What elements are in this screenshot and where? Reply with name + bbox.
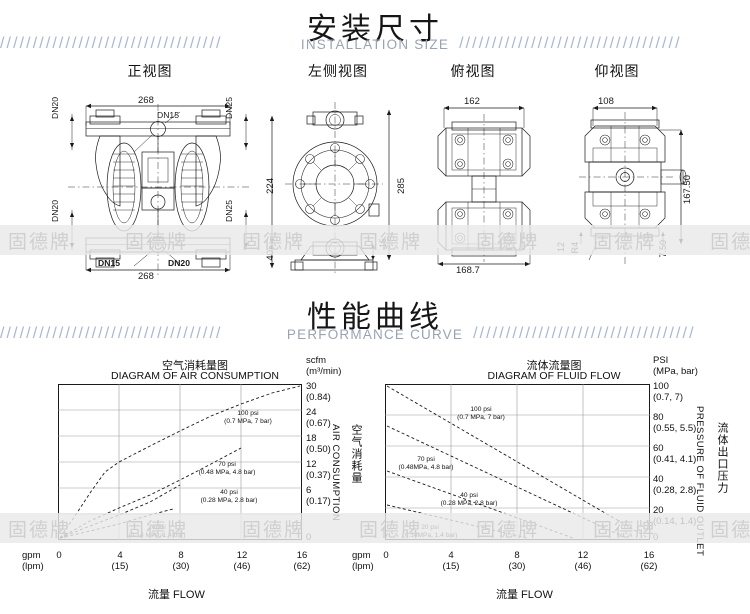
chart-air-y-unit-top: scfm — [306, 355, 327, 366]
dim-front-width-top: 268 — [138, 95, 154, 106]
chart-air-title-en: DIAGRAM OF AIR CONSUMPTION — [110, 370, 279, 382]
chart-fluid-ylabel-en: PRESSURE OF FLUID OUTLET — [694, 406, 705, 557]
performance-title-en: PERFORMANCE CURVE — [286, 326, 464, 342]
dim-front-top-center: DN15 — [157, 110, 179, 120]
dim-front-bottom-right: DN25 — [224, 200, 234, 222]
chart-fluid-xtick-12: 12 (46) — [574, 550, 592, 572]
drawing-top-view — [420, 92, 550, 287]
chart-fluid-label-100psi: 100 psi (0.7 MPa, 7 bar) — [457, 406, 505, 421]
chart-air-ytick-30: 30 (0.84) — [306, 381, 331, 403]
chart-air-y-unit-bottom: (m³/min) — [306, 366, 342, 377]
chart-air-label-100psi: 100 psi (0.7 MPa, 7 bar) — [224, 410, 272, 425]
chart-air-xtick-12: 12 (46) — [233, 550, 251, 572]
chart-fluid-xlabel: 流量 FLOW — [496, 589, 553, 601]
chart-air-xtick-4: 4 (15) — [111, 550, 129, 572]
chart-air-ytick-0: 0 — [306, 532, 312, 543]
chart-air-xtick-0: 0 — [56, 550, 62, 561]
dim-front-bottom-center-left: DN15 — [98, 258, 120, 268]
dim-top-width: 162 — [464, 96, 480, 107]
dim-top-depth: 168.7 — [456, 265, 480, 276]
chart-fluid-xtick-0: 0 — [383, 550, 389, 561]
chart-air-ytick-6: 6 (0.17) — [306, 485, 331, 507]
dim-front-bottom-left: DN20 — [50, 200, 60, 222]
chart-fluid-xtick-4: 4 (15) — [442, 550, 460, 572]
performance-title-cn: 性能曲线 — [307, 301, 443, 334]
view-caption-left-side: 左侧视图 — [308, 63, 368, 79]
chart-fluid-y-unit-bottom: (MPa, bar) — [653, 366, 698, 377]
view-caption-front: 正视图 — [127, 63, 173, 79]
chart-air-xlabel: 流量 FLOW — [148, 589, 205, 601]
chart-air-xtick-8: 8 (30) — [172, 550, 190, 572]
chart-fluid-ytick-40: 40 (0.28, 2.8) — [653, 474, 697, 496]
dim-left-side-height: 285 — [396, 178, 407, 194]
dim-front-width-bottom: 268 — [138, 271, 154, 282]
view-caption-top: 俯视图 — [450, 63, 496, 79]
dim-left-side-base: 15 — [378, 238, 388, 249]
chart-fluid-y-unit-top: PSI — [653, 355, 669, 366]
chart-fluid-xtick-16: 16 (62) — [640, 550, 658, 572]
chart-fluid-ylabel-cn: 流体出口压力 — [716, 422, 728, 494]
chart-air-ylabel-cn: 空气消耗量 — [350, 424, 362, 484]
chart-air-ytick-24: 24 (0.67) — [306, 407, 331, 429]
chart-fluid-title-cn: 流体流量图 — [526, 360, 582, 372]
slash-divider-right: ////////////////////////////////// — [459, 36, 682, 52]
slash-divider-left-2: ////////////////////////////////// — [0, 326, 223, 342]
dim-front-top-right: DN25 — [224, 97, 234, 119]
dim-bottom-left-small: 12 — [556, 242, 566, 253]
chart-fluid-xtick-8: 8 (30) — [508, 550, 526, 572]
chart-fluid-ytick-20: 20 (0.14, 1.4) — [653, 505, 697, 527]
chart-air-ylabel-en: AIR CONSUMPTION — [330, 424, 341, 522]
installation-title-cn: 安装尺寸 — [307, 13, 443, 46]
chart-fluid-ytick-0: 0 — [653, 532, 659, 543]
chart-fluid-label-40psi: 40 psi (0.28 MPa, 2.8 bar) — [440, 492, 498, 507]
installation-title-en: INSTALLATION SIZE — [300, 36, 450, 52]
installation-subtitle-row: ////////////////////////////////// INSTA… — [0, 36, 750, 52]
slash-divider-right-2: ////////////////////////////////// — [473, 326, 696, 342]
chart-fluid-label-20psi: 20 psi (0.14MPa, 1.4 bar) — [402, 524, 458, 539]
chart-fluid-label-70psi: 70 psi (0.48MPa, 4.8 bar) — [398, 456, 454, 471]
dim-bottom-right-small: 7.50 — [658, 240, 668, 258]
chart-fluid-ytick-60: 60 (0.41, 4.1) — [653, 443, 697, 465]
chart-air-ytick-18: 18 (0.50) — [306, 433, 331, 455]
chart-air-title-cn: 空气消耗量图 — [162, 360, 228, 372]
watermark-text: 固德牌 — [710, 230, 750, 253]
dim-bottom-height: 167.50 — [682, 175, 693, 205]
chart-air-x-unit-top: gpm — [22, 550, 41, 561]
chart-air-xtick-16: 16 (62) — [293, 550, 311, 572]
watermark-text: 固德牌 — [710, 518, 750, 541]
chart-air-label-40psi: 40 psi (0.28 MPa, 2.8 bar) — [200, 489, 258, 504]
dim-front-bottom-center-right: DN20 — [168, 258, 190, 268]
slash-divider-left: ////////////////////////////////// — [0, 36, 223, 52]
performance-subtitle-row: ////////////////////////////////// PERFO… — [0, 326, 750, 342]
chart-fluid-x-unit-bottom: (lpm) — [352, 561, 374, 572]
chart-fluid-ytick-80: 80 (0.55, 5.5) — [653, 412, 697, 434]
chart-fluid-ytick-100: 100 (0.7, 7) — [653, 381, 684, 403]
dim-bottom-radius: R4 — [570, 242, 580, 254]
chart-air-x-unit-bottom: (lpm) — [22, 561, 44, 572]
dim-bottom-width: 108 — [598, 96, 614, 107]
drawing-front-view — [38, 92, 283, 287]
view-caption-bottom: 仰视图 — [594, 63, 640, 79]
chart-air-ytick-12: 12 (0.37) — [306, 459, 331, 481]
dim-front-top-left: DN20 — [50, 97, 60, 119]
chart-air-label-20psi: 20 psi (0.14 MPa, 1.4 bar) — [128, 524, 186, 539]
chart-air-label-70psi: 70 psi (0.48 MPa, 4.8 bar) — [198, 461, 256, 476]
chart-fluid-x-unit-top: gpm — [352, 550, 371, 561]
chart-fluid-title-en: DIAGRAM OF FLUID FLOW — [487, 370, 621, 382]
dim-front-height: 224 — [265, 178, 276, 194]
dim-front-base-height: 40 — [265, 250, 276, 261]
